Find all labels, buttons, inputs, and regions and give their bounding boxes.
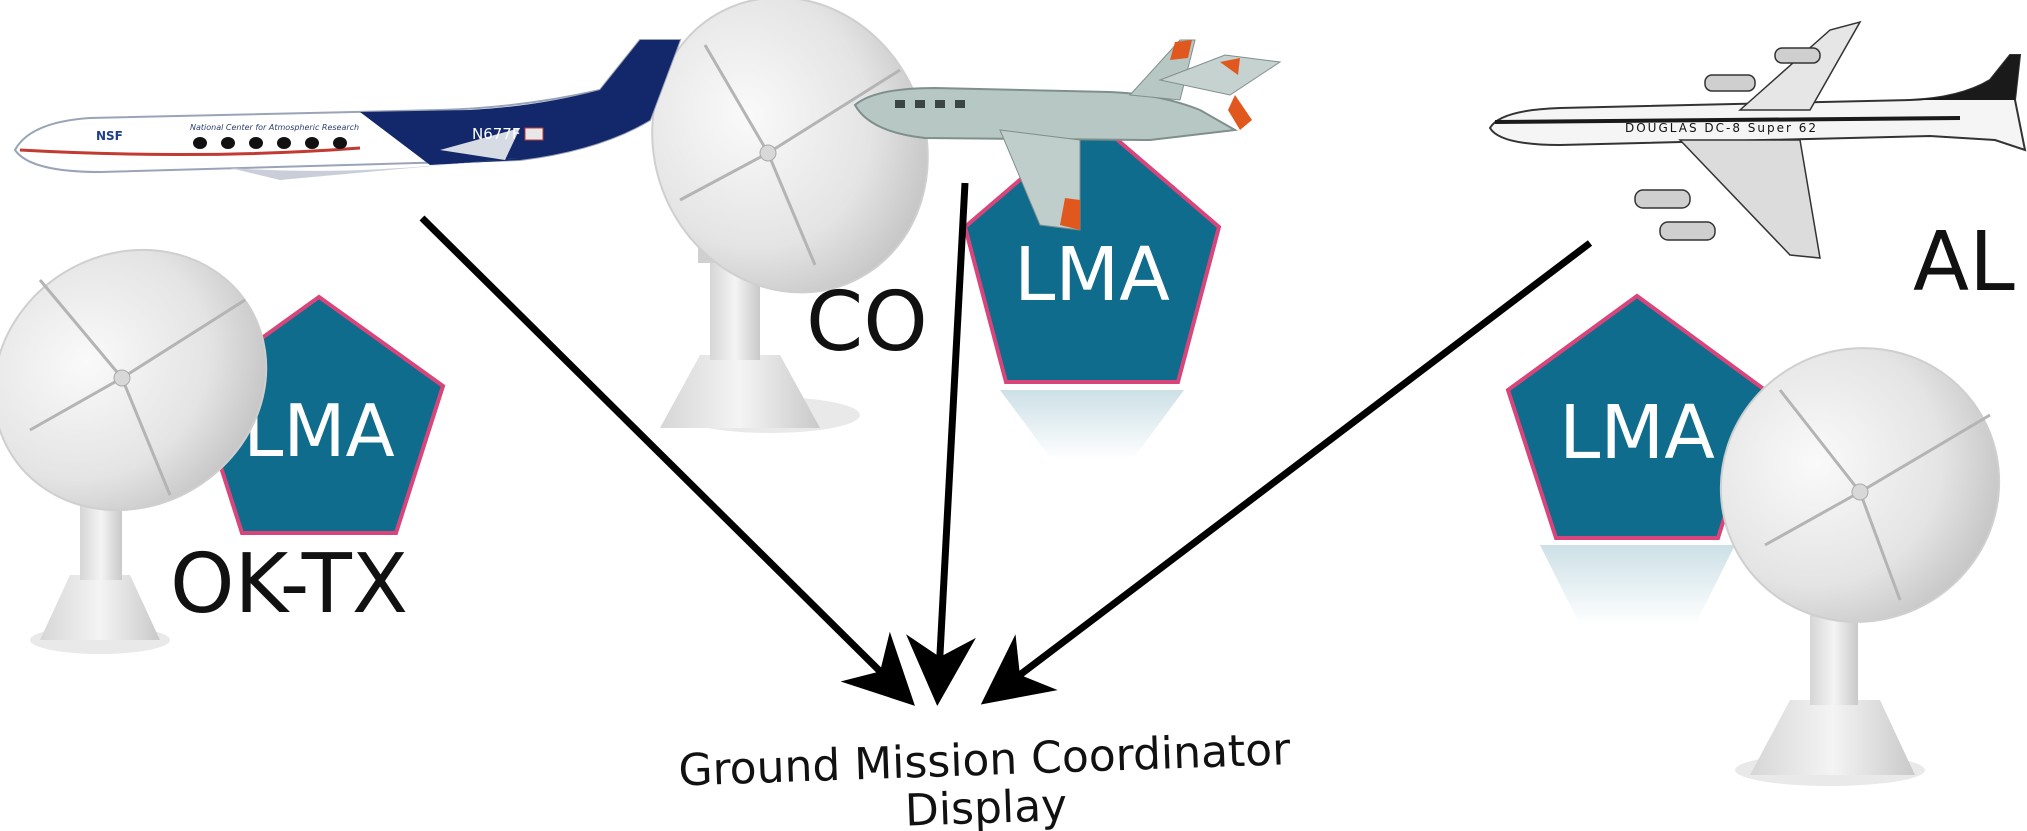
radar-dish-co [651, 0, 929, 433]
gulfstream-tail-number: N677F [472, 125, 520, 143]
nsf-logo: NSF [96, 129, 123, 143]
flag-icon [524, 127, 544, 141]
destination-line-2: Display [904, 780, 1068, 831]
aircraft-dc8: DOUGLAS DC-8 Super 62 [1488, 20, 2027, 259]
gulfstream-windows [193, 137, 347, 149]
gulfstream-tail-livery [360, 40, 680, 165]
lma-reflection-co [1000, 390, 1184, 460]
aircraft-falcon [853, 39, 1282, 231]
region-label-al: AL [1913, 215, 2015, 310]
aircraft-gulfstream: NSF National Center for Atmospheric Rese… [13, 39, 682, 180]
radar-dish-al [1719, 347, 2001, 786]
data-flow-arrows [419, 182, 1593, 706]
lma-label-al: LMA [1559, 390, 1715, 476]
lma-pentagon-al: LMA [1505, 293, 1768, 625]
lma-reflection-al [1540, 545, 1735, 625]
region-label-co: CO [806, 275, 928, 370]
lma-label-co: LMA [1014, 232, 1170, 318]
dc8-body-text: DOUGLAS DC-8 Super 62 [1625, 121, 1818, 135]
gulfstream-body-text: National Center for Atmospheric Research [190, 123, 359, 132]
region-label-oktx: OK-TX [170, 537, 408, 632]
arrow-from-dc8 [980, 240, 1593, 705]
arrow-from-falcon [906, 182, 976, 706]
arrow-from-gulfstream [419, 215, 915, 706]
ground-mission-coordinator-display: Ground Mission Coordinator Display [678, 724, 1292, 831]
lma-pentagon-co: LMA [962, 115, 1222, 460]
radar-dish-oktx [0, 248, 268, 654]
lma-label-oktx: LMA [243, 389, 395, 473]
